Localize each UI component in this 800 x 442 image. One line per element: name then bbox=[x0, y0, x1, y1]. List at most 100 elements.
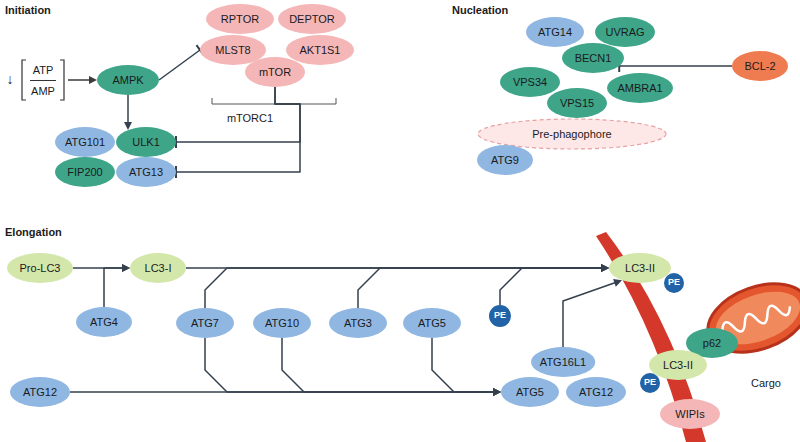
arrow-head bbox=[122, 264, 130, 272]
bracket bbox=[60, 60, 64, 100]
annotation-label: ATP bbox=[33, 64, 54, 76]
node-label: PE bbox=[668, 278, 680, 288]
connector bbox=[282, 338, 501, 396]
connector-line bbox=[205, 338, 495, 392]
arrow-head bbox=[89, 76, 97, 84]
node-outline bbox=[116, 127, 176, 157]
node-label: ATG101 bbox=[65, 136, 105, 148]
bracket bbox=[22, 60, 26, 100]
arrow-head bbox=[493, 388, 501, 396]
node-label: Pro-LC3 bbox=[20, 262, 61, 274]
protein-node: ATG5 bbox=[403, 308, 461, 338]
connector-line bbox=[358, 268, 603, 308]
protein-node: RPTOR bbox=[206, 4, 274, 34]
connector bbox=[619, 60, 732, 72]
protein-node: ATG9 bbox=[477, 145, 533, 175]
node-outline bbox=[55, 157, 115, 187]
node-outline bbox=[489, 305, 511, 327]
annotation-label: mTORC1 bbox=[227, 112, 273, 124]
node-outline bbox=[97, 65, 159, 95]
node-outline bbox=[660, 399, 720, 429]
connector bbox=[205, 338, 501, 396]
node-label: ATG3 bbox=[344, 317, 372, 329]
connector-line bbox=[159, 50, 200, 80]
node-label: ATG7 bbox=[191, 317, 219, 329]
connector-line bbox=[500, 268, 603, 305]
connector-line bbox=[205, 268, 603, 308]
section-title: Nucleation bbox=[452, 4, 508, 16]
protein-node: DEPTOR bbox=[278, 4, 346, 34]
node-label: BECN1 bbox=[575, 52, 612, 64]
protein-node: mTOR bbox=[245, 57, 305, 87]
node-label: ATG4 bbox=[90, 316, 118, 328]
node-label: AKT1S1 bbox=[300, 44, 341, 56]
annotation-label: Cargo bbox=[751, 377, 781, 389]
node-outline bbox=[609, 253, 671, 283]
arrow-head bbox=[601, 264, 609, 272]
node-label: ATG9 bbox=[491, 154, 519, 166]
fraction-line bbox=[30, 80, 56, 81]
node-outline bbox=[526, 17, 584, 47]
connector-line bbox=[619, 65, 732, 67]
node-label: AMPK bbox=[112, 74, 143, 86]
protein-node: AKT1S1 bbox=[286, 35, 354, 65]
node-outline bbox=[55, 127, 115, 157]
connector bbox=[124, 95, 132, 130]
protein-node: ATG5 bbox=[501, 377, 559, 407]
node-outline bbox=[562, 43, 624, 73]
node-label: ATG10 bbox=[265, 317, 299, 329]
node-label: AMBRA1 bbox=[617, 82, 662, 94]
node-label: PE bbox=[644, 378, 656, 388]
section-title: Elongation bbox=[5, 226, 62, 238]
connector bbox=[176, 87, 300, 148]
protein-node: ATG3 bbox=[329, 308, 387, 338]
node-label: ATG16L1 bbox=[540, 356, 586, 368]
protein-node: ATG10 bbox=[253, 308, 311, 338]
arrow-head bbox=[124, 122, 132, 130]
protein-node: ULK1 bbox=[116, 127, 176, 157]
protein-node: Pro-LC3 bbox=[7, 253, 73, 283]
connector-line bbox=[432, 338, 495, 392]
pe-circle: PE bbox=[664, 273, 684, 293]
node-outline bbox=[329, 308, 387, 338]
node-outline bbox=[116, 157, 176, 187]
arrow-head bbox=[601, 264, 609, 272]
protein-node: VPS34 bbox=[500, 67, 560, 97]
protein-node: VPS15 bbox=[547, 88, 607, 118]
protein-node: ATG4 bbox=[76, 307, 132, 337]
node-label: VPS34 bbox=[513, 76, 547, 88]
connector-line bbox=[127, 95, 129, 124]
node-label: DEPTOR bbox=[289, 13, 335, 25]
node-label: BCL-2 bbox=[744, 60, 775, 72]
arrow-head bbox=[493, 388, 501, 396]
section-title: Initiation bbox=[5, 4, 51, 16]
protein-node: UVRAG bbox=[595, 17, 655, 47]
node-label: FIP200 bbox=[67, 166, 102, 178]
connector bbox=[432, 338, 501, 396]
node-label: RPTOR bbox=[221, 13, 259, 25]
connector bbox=[563, 279, 622, 347]
node-outline bbox=[732, 51, 788, 81]
pe-circle: PE bbox=[489, 305, 511, 327]
node-label: ATG5 bbox=[418, 317, 446, 329]
protein-node: FIP200 bbox=[55, 157, 115, 187]
node-label: ATG12 bbox=[579, 386, 613, 398]
node-label: WIPIs bbox=[675, 408, 704, 420]
node-outline bbox=[547, 88, 607, 118]
node-label: LC3-I bbox=[145, 262, 172, 274]
protein-node: BCL-2 bbox=[732, 51, 788, 81]
node-label: mTOR bbox=[259, 66, 291, 78]
node-outline bbox=[206, 4, 274, 34]
connector-line bbox=[282, 338, 495, 392]
node-outline bbox=[566, 377, 626, 407]
annotation-label: AMP bbox=[31, 85, 55, 97]
node-outline bbox=[7, 253, 73, 283]
connector-line bbox=[176, 87, 300, 172]
connector bbox=[358, 264, 609, 308]
node-label: ATG12 bbox=[23, 386, 57, 398]
node-label: LC3-II bbox=[663, 359, 693, 371]
node-label: VPS15 bbox=[560, 97, 594, 109]
node-outline bbox=[10, 377, 70, 407]
protein-node: ATG16L1 bbox=[531, 347, 595, 377]
node-label: Pre-phagophore bbox=[532, 128, 612, 140]
